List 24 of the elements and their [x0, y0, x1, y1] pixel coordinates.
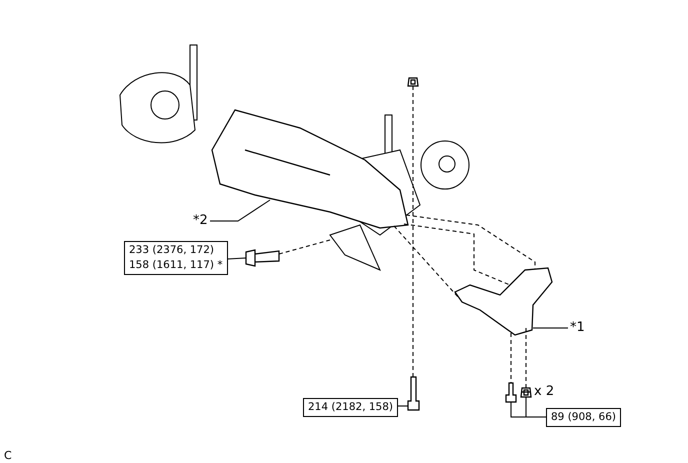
torque-spec: 158 (1611, 117) *	[129, 258, 223, 273]
nut-icon	[407, 77, 419, 87]
assembly-line	[394, 226, 458, 298]
torque-spec: 89 (908, 66)	[546, 408, 621, 427]
bolt-icon	[407, 376, 420, 411]
figure-code: C	[4, 449, 12, 462]
assembly-line	[278, 240, 330, 254]
assembly-line	[406, 214, 536, 270]
assembly-line	[412, 86, 414, 378]
quantity-label: x 2	[534, 384, 554, 399]
leader-line	[226, 258, 246, 260]
lower-arm-drawing	[454, 267, 553, 336]
leader-line	[526, 396, 546, 418]
torque-spec: 214 (2182, 158)	[303, 398, 398, 417]
callout-number: *2	[193, 213, 208, 228]
nut-icon	[520, 387, 532, 398]
callout-number: *1	[570, 320, 585, 335]
bolt-icon	[505, 382, 517, 403]
assembly-line	[404, 224, 510, 286]
torque-spec: 233 (2376, 172)	[129, 243, 216, 258]
bolt-icon	[245, 249, 280, 267]
torque-spec-box	[124, 241, 228, 275]
assembly-line	[510, 332, 512, 384]
leader-line	[210, 200, 270, 222]
